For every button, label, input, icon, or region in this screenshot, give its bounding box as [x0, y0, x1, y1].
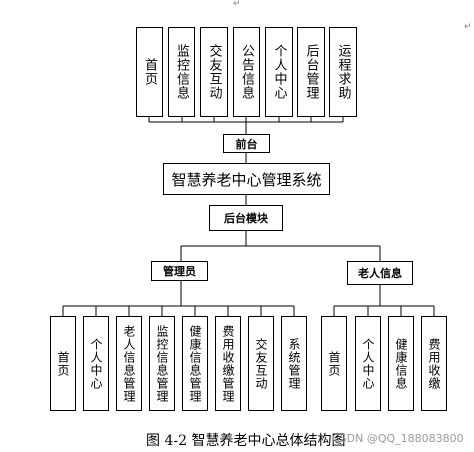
admin-module-health: 健康信息管理: [182, 316, 208, 411]
frontend-node: 前台: [223, 134, 270, 153]
paragraph-mark: ↵: [464, 22, 472, 32]
module-label: 健康信息: [394, 337, 408, 390]
module-label: 首页: [142, 58, 157, 86]
admin-module-system: 系统管理: [281, 316, 307, 411]
module-label: 交友互动: [254, 337, 268, 390]
admin-module-home: 首页: [50, 316, 76, 411]
module-label: 个人中心: [271, 44, 287, 100]
module-personal-center: 个人中心: [265, 27, 293, 117]
module-label: 费用收缴: [427, 337, 441, 390]
elder-module-fees: 费用收缴: [421, 316, 447, 411]
paragraph-mark: ↵: [233, 0, 241, 9]
admin-module-social: 交友互动: [248, 316, 274, 411]
module-label: 交友互动: [206, 44, 222, 100]
elder-node: 老人信息: [347, 261, 413, 285]
figure-caption: 图 4-2 智慧养老中心总体结构图: [146, 433, 346, 449]
module-label: 监控信息: [174, 44, 189, 100]
module-backend-management: 后台管理: [297, 27, 325, 117]
module-label: 后台管理: [303, 44, 319, 100]
backend-node: 后台模块: [209, 205, 283, 231]
module-label: 系统管理: [287, 337, 301, 390]
module-label: 首页: [56, 350, 70, 377]
system-title: 智慧养老中心管理系统: [171, 170, 322, 189]
admin-module-fees: 费用收缴管理: [215, 316, 241, 411]
admin-module-personal-center: 个人中心: [83, 316, 109, 411]
elder-module-home: 首页: [321, 316, 347, 411]
module-label: 费用收缴管理: [221, 324, 235, 403]
module-label: 监控信息管理: [155, 324, 169, 403]
admin-module-monitoring: 监控信息管理: [149, 316, 175, 411]
module-label: 运程求助: [335, 44, 351, 100]
module-label: 公告信息: [239, 44, 254, 100]
module-social-interaction: 交友互动: [200, 27, 228, 117]
node-label: 管理员: [163, 265, 196, 278]
module-home: 首页: [136, 27, 163, 117]
elder-module-personal-center: 个人中心: [355, 316, 381, 411]
admin-node: 管理员: [151, 261, 208, 281]
system-node: 智慧养老中心管理系统: [163, 163, 330, 195]
module-label: 首页: [327, 350, 341, 377]
module-announcements: 公告信息: [233, 27, 260, 117]
module-label: 个人中心: [361, 337, 375, 390]
node-label: 后台模块: [224, 212, 268, 225]
module-fortune-help: 运程求助: [329, 27, 357, 117]
module-label: 老人信息管理: [122, 324, 136, 403]
admin-module-elder-info: 老人信息管理: [116, 316, 142, 411]
csdn-watermark: CSDN @QQ_188083800: [332, 432, 464, 445]
module-monitoring-info: 监控信息: [168, 27, 195, 117]
module-label: 个人中心: [89, 337, 103, 390]
node-label: 老人信息: [358, 267, 402, 280]
elder-module-health: 健康信息: [388, 316, 414, 411]
module-label: 健康信息管理: [188, 324, 202, 403]
node-label: 前台: [235, 137, 258, 151]
